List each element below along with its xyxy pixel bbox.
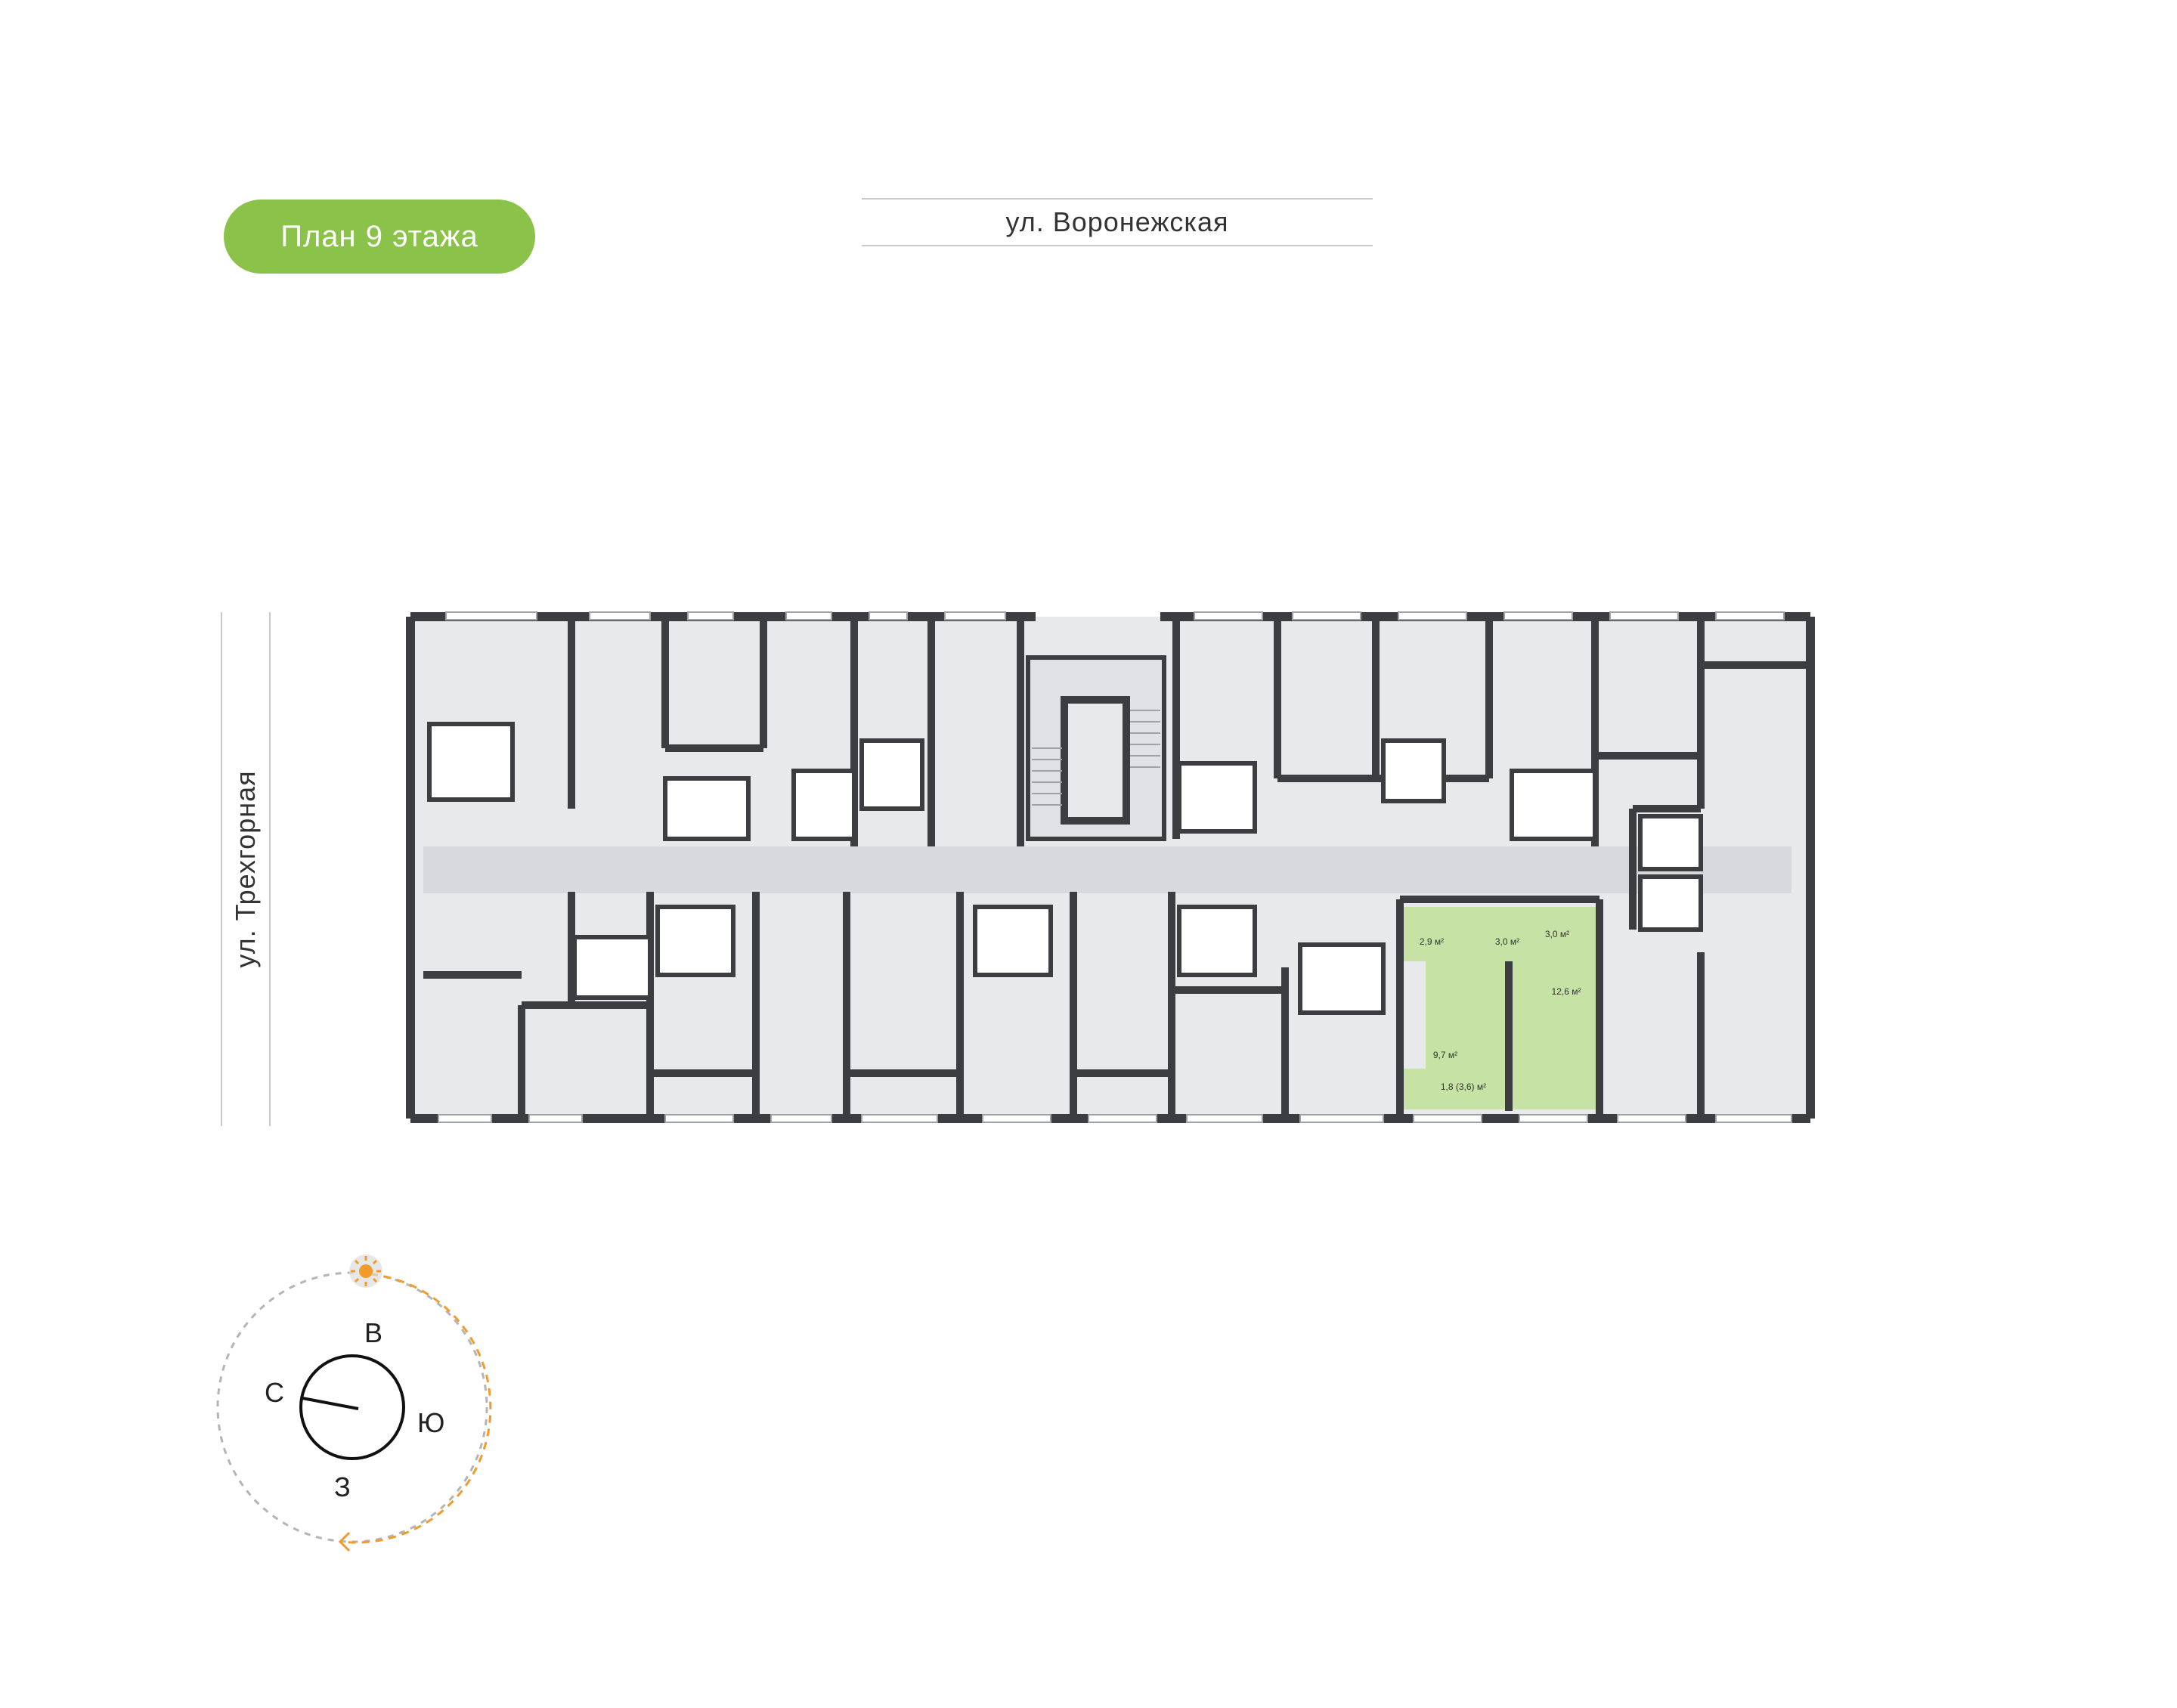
area-hall: [1466, 907, 1522, 961]
sun-path-arc: [341, 1273, 492, 1544]
area-bath: [1400, 907, 1466, 961]
floor-badge-label: План 9 этажа: [280, 219, 478, 253]
compass-needle: [302, 1397, 359, 1410]
area-room: [1509, 961, 1599, 1109]
area-balcony: [1400, 1069, 1509, 1109]
corridor: [423, 846, 1791, 893]
bathroom-blocks: [427, 722, 1703, 1015]
windows-north: [445, 611, 1785, 620]
label-storage: 3,0 м²: [1545, 929, 1569, 939]
label-room: 12,6 м²: [1552, 986, 1581, 997]
interior-walls: [423, 617, 1810, 1119]
street-top-text: ул. Воронежская: [1005, 206, 1229, 237]
arrow-head-icon: [338, 1531, 351, 1552]
floor-badge: План 9 этажа: [224, 200, 535, 274]
street-label-left: ул. Трехгорная: [221, 612, 271, 1126]
compass: С В Ю З: [216, 1255, 492, 1552]
compass-north: С: [265, 1377, 284, 1408]
windows-south: [438, 1114, 1792, 1123]
stair-core: [1026, 655, 1166, 841]
compass-west: З: [334, 1471, 351, 1502]
label-hall: 3,0 м²: [1495, 936, 1519, 947]
area-storage: [1522, 907, 1599, 961]
building-floor-plan: 2,9 м² 3,0 м² 3,0 м² 12,6 м² 9,7 м² 1,8 …: [406, 611, 1815, 1123]
label-bath: 2,9 м²: [1420, 936, 1444, 947]
label-kitchen: 9,7 м²: [1433, 1050, 1457, 1060]
highlighted-apartment: 2,9 м² 3,0 м² 3,0 м² 12,6 м² 9,7 м² 1,8 …: [1400, 907, 1599, 1109]
street-label-top: ул. Воронежская: [862, 198, 1373, 246]
sun-icon: [349, 1255, 382, 1288]
compass-east: В: [364, 1317, 382, 1348]
compass-south: Ю: [417, 1407, 444, 1438]
area-kitchen: [1426, 961, 1509, 1069]
label-balcony: 1,8 (3,6) м²: [1441, 1081, 1486, 1092]
